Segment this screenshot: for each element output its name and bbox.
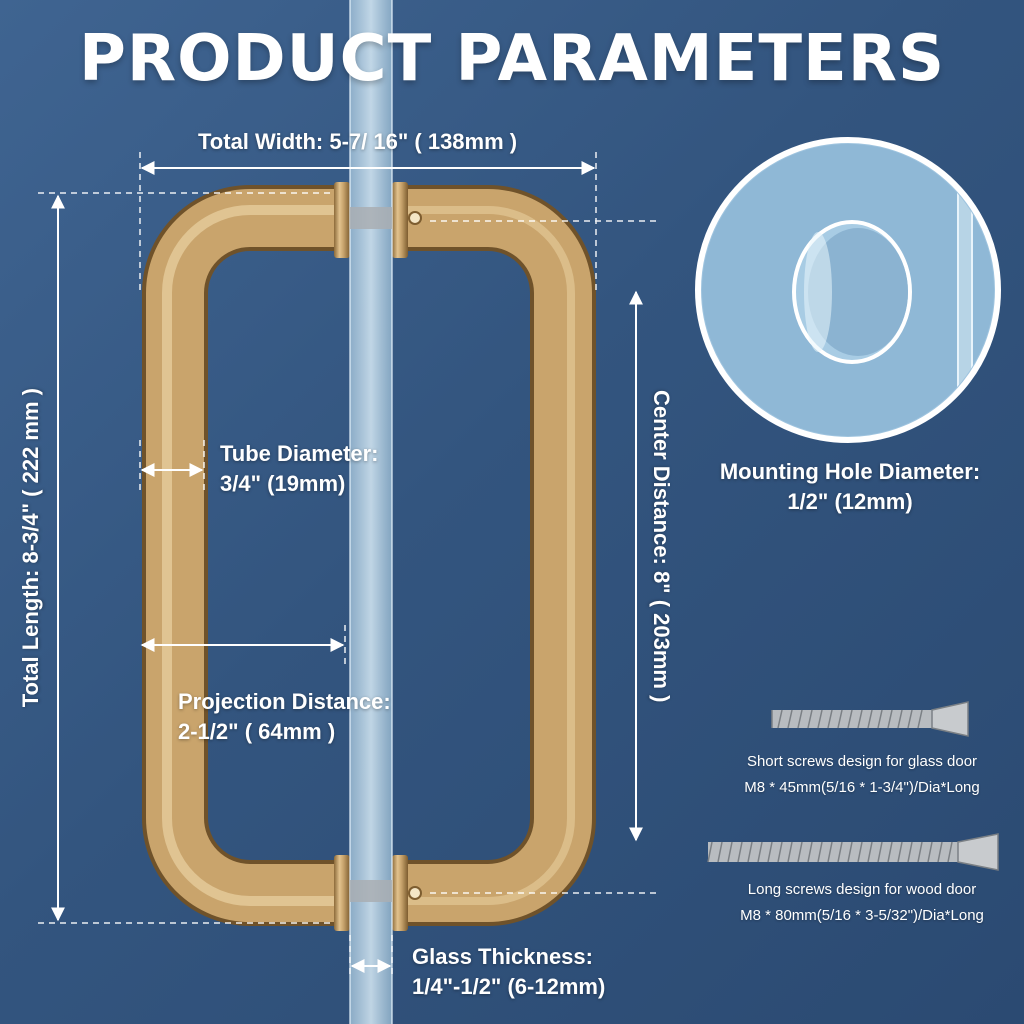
total-length-label: Total Length: 8-3/4" ( 222 mm ) [18, 388, 43, 708]
center-distance-label: Center Distance: 8" ( 203mm ) [649, 390, 674, 703]
page-title: PRODUCT PARAMETERS [78, 22, 946, 96]
long-screw [707, 833, 999, 871]
long-screw-caption: Long screws design for wood door [747, 881, 977, 898]
mounting-hole-detail [695, 137, 1001, 443]
total-width-label: Total Width: 5-7/ 16" ( 138mm ) [198, 129, 518, 154]
short-screw-spec: M8 * 45mm(5/16 * 1-3/4")/Dia*Long [744, 779, 980, 796]
tube-diameter-label: Tube Diameter: [220, 441, 379, 466]
short-screw-caption: Short screws design for glass door [746, 753, 978, 770]
tube-diameter-value: 3/4" (19mm) [220, 471, 346, 496]
mounting-hole-value: 1/2" (12mm) [787, 489, 913, 514]
glass-thickness-value: 1/4"-1/2" (6-12mm) [412, 974, 606, 999]
handle-left-half [142, 185, 350, 926]
projection-distance-label: Projection Distance: [178, 689, 391, 714]
glass-thickness-label: Glass Thickness: [412, 944, 593, 969]
standoff-collars [334, 182, 422, 931]
long-screw-spec: M8 * 80mm(5/16 * 3-5/32")/Dia*Long [740, 907, 984, 924]
short-screw [771, 701, 969, 737]
handle-right-half [400, 185, 596, 926]
extension-lines [38, 152, 660, 975]
mounting-hole-label: Mounting Hole Diameter: [719, 459, 981, 484]
projection-distance-value: 2-1/2" ( 64mm ) [178, 719, 336, 744]
dimension-arrows [51, 161, 643, 973]
